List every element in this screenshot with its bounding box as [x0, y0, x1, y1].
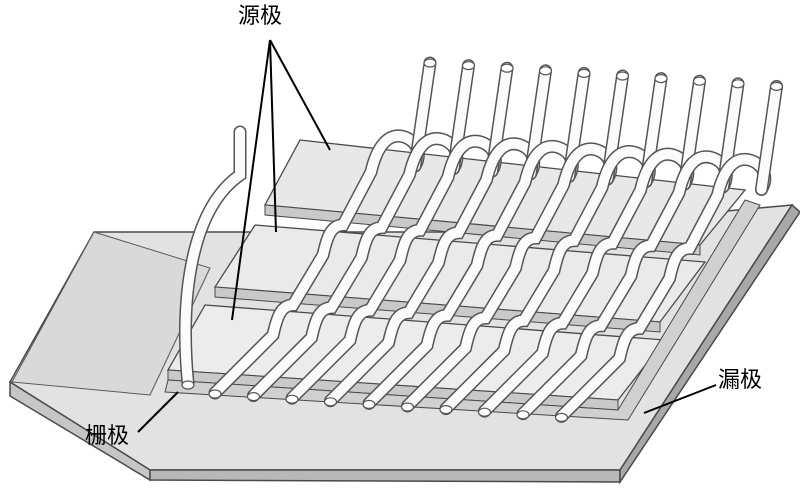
wire-foot-8: [477, 407, 492, 417]
wire-tail-cap-9: [731, 79, 745, 89]
wire-foot-2: [246, 392, 261, 402]
wire-foot-10: [554, 412, 569, 422]
wire-tail-cap-3: [500, 63, 514, 73]
drain-base-front-right: [149, 469, 621, 483]
wire-foot-7: [439, 405, 453, 415]
gate-leader: [137, 391, 179, 433]
drain-label: 漏极: [718, 368, 763, 393]
wire-foot-1: [208, 389, 222, 399]
wire-tail-cap-7: [654, 73, 668, 84]
source-label: 源极: [238, 4, 283, 29]
wire-tail-cap-2: [461, 60, 476, 71]
wire-foot-4: [323, 397, 338, 407]
wire-tail-cap-10: [769, 81, 784, 92]
drain-leader: [643, 384, 717, 414]
wire-tail-cap-1: [423, 58, 437, 68]
die-body: [164, 199, 761, 421]
wire-foot-9: [516, 410, 530, 420]
wire-foot-6: [400, 402, 415, 412]
drain-base-right: [619, 203, 800, 485]
wire-tail-cap-5: [577, 68, 591, 79]
wire-tail-cap-6: [615, 71, 630, 81]
source-leader-1: [269, 39, 331, 151]
source-leader-2: [269, 39, 277, 233]
wire-foot-5: [362, 399, 376, 409]
source-wire-tail-10-core: [756, 81, 782, 195]
gate-label: 栅极: [85, 424, 130, 449]
wire-tail-cap-4: [538, 66, 553, 76]
wire-foot-3: [285, 394, 299, 404]
source-leader-3: [231, 39, 271, 321]
bond-wires: [208, 56, 784, 423]
wire-tail-cap-8: [692, 76, 707, 86]
